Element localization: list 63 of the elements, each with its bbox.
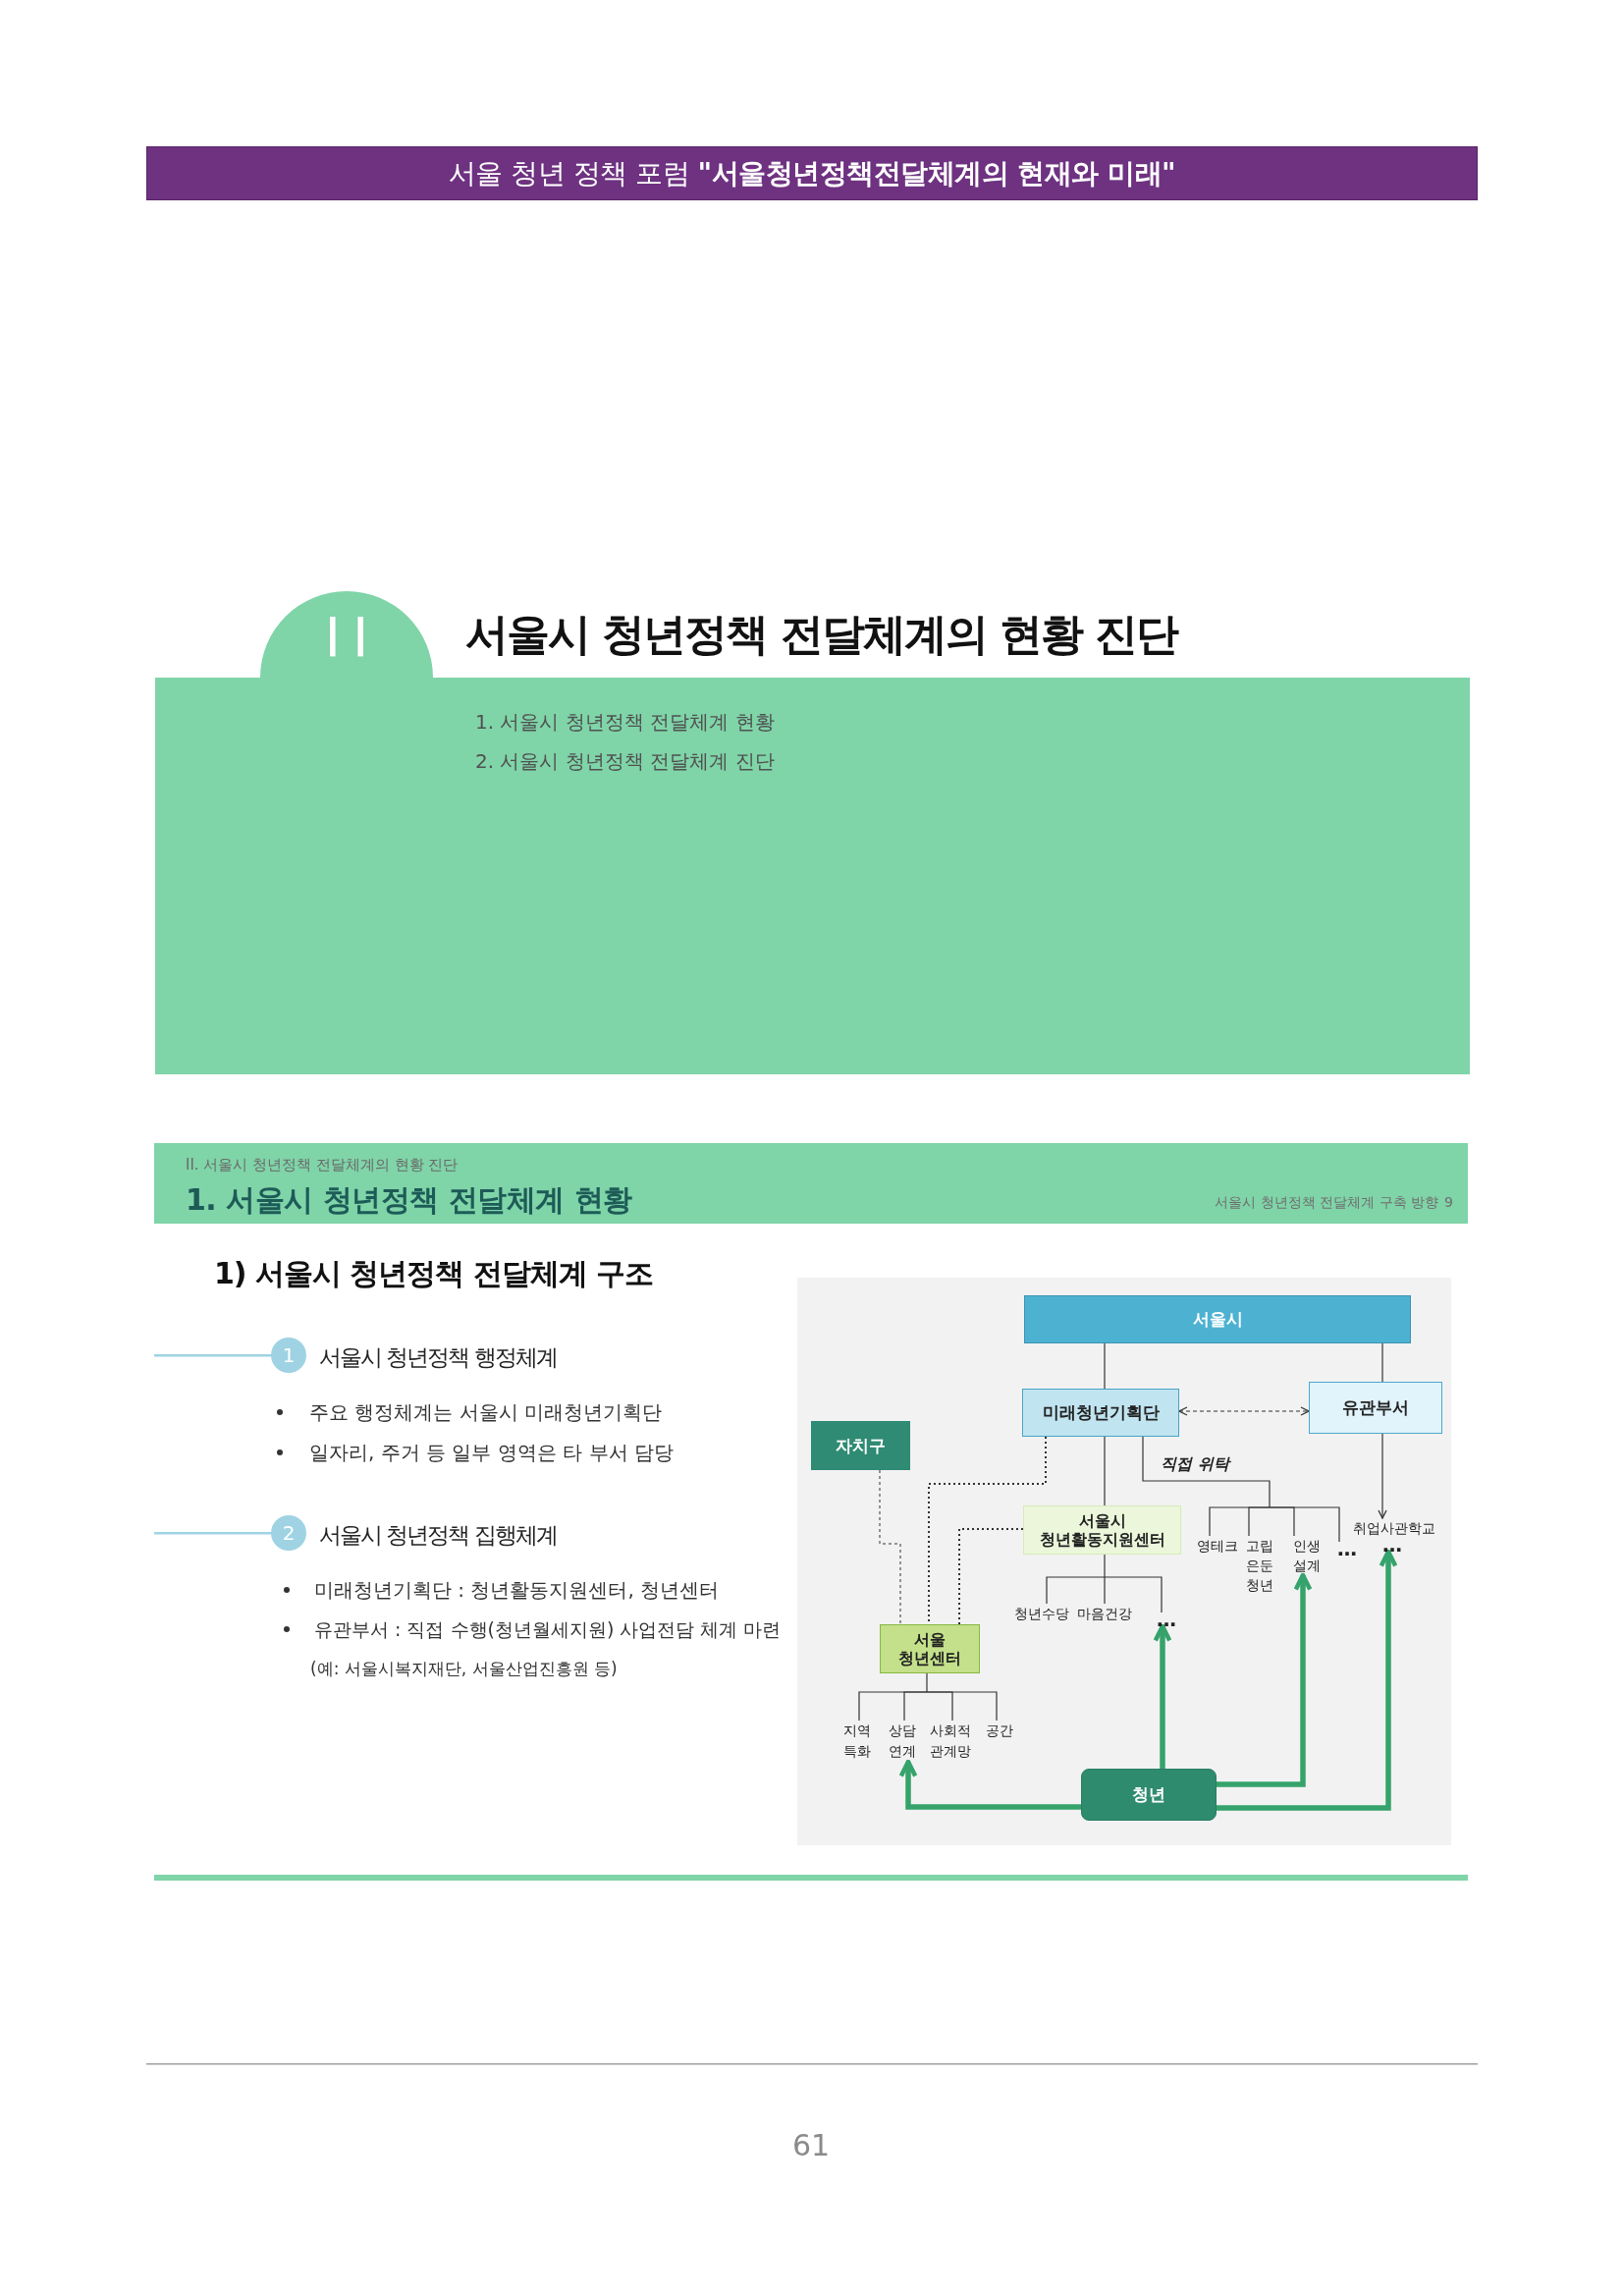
connector-line	[1142, 1436, 1271, 1508]
ellipsis-text: …	[1157, 1613, 1176, 1626]
program-label: 사회적 관계망	[930, 1721, 971, 1762]
section-tab: II	[260, 591, 433, 679]
connector-line	[903, 1691, 928, 1722]
page-number: 61	[791, 2128, 831, 2163]
org-box: 자치구	[811, 1421, 910, 1470]
step-number: 1	[271, 1338, 306, 1373]
ellipsis-text: …	[1382, 1538, 1402, 1552]
connector-line	[1104, 1554, 1106, 1578]
ellipsis-text: …	[1337, 1542, 1357, 1556]
program-label: 지역 특화	[843, 1721, 871, 1762]
org-box: 청년	[1081, 1769, 1217, 1821]
page-number: 9	[1444, 1193, 1453, 1211]
slide-header	[154, 1143, 1468, 1224]
program-label: 상담 연계	[889, 1721, 916, 1762]
program-label: 영테크	[1197, 1536, 1238, 1556]
item-heading: 서울시 청년정책 집행체계	[319, 1522, 557, 1550]
step-number: 2	[271, 1515, 306, 1551]
header-bar: 서울 청년 정책 포럼 "서울청년정책전달체계의 현재와 미래"	[146, 146, 1478, 200]
connector-line	[1104, 1576, 1163, 1613]
connector-line	[1104, 1342, 1106, 1390]
program-label: 인생 설계	[1293, 1536, 1321, 1575]
arrow	[898, 1759, 1081, 1810]
item-heading: 서울시 청년정책 행정체계	[319, 1344, 557, 1372]
connector-line	[1269, 1506, 1340, 1543]
slide-title: 1. 서울시 청년정책 전달체계 현황	[186, 1182, 632, 1218]
program-label: 마음건강	[1077, 1604, 1132, 1623]
org-box: 서울 청년센터	[880, 1624, 980, 1673]
breadcrumb: II. 서울시 청년정책 전달체계의 현황 진단	[186, 1156, 459, 1174]
program-label: 취업사관학교	[1353, 1518, 1435, 1538]
program-label: 고립 은둔 청년	[1246, 1536, 1273, 1595]
connector-line	[1104, 1436, 1106, 1506]
program-label: 청년수당	[1014, 1604, 1069, 1623]
section-title: 서울시 청년정책 전달체계의 현황 진단	[465, 608, 1178, 661]
toc-item: 2. 서울시 청년정책 전달체계 진단	[475, 749, 775, 773]
bullet-text: 유관부서 : 직접 수행(청년월세지원) 사업전담 체계 마련	[314, 1617, 782, 1641]
arrow	[1153, 1623, 1172, 1769]
connector-line	[1046, 1576, 1106, 1605]
program-label: 공간	[986, 1721, 1013, 1741]
connector-line	[926, 1672, 928, 1693]
connector-line	[879, 1469, 901, 1625]
toc-item: 1. 서울시 청년정책 전달체계 현황	[475, 710, 775, 734]
bullet-text: 일자리, 주거 등 일부 영역은 타 부서 담당	[309, 1441, 674, 1464]
arrow	[1217, 1572, 1313, 1787]
org-box: 유관부서	[1309, 1382, 1442, 1434]
org-box: 서울시	[1024, 1295, 1411, 1343]
bullet-text: 미래청년기획단 : 청년활동지원센터, 청년센터	[314, 1578, 720, 1602]
connector-line	[1104, 1576, 1106, 1605]
org-box: 서울시 청년활동지원센터	[1023, 1505, 1181, 1555]
arrow	[1217, 1549, 1398, 1811]
connector-line	[958, 1528, 1024, 1625]
org-box: 미래청년기획단	[1022, 1389, 1179, 1437]
running-title: 서울시 청년정책 전달체계 구축 방향	[1215, 1193, 1438, 1211]
subsection-heading: 1) 서울시 청년정책 전달체계 구조	[214, 1256, 654, 1291]
connector-line	[1248, 1506, 1271, 1537]
connector-line	[926, 1691, 998, 1722]
note-text: (예: 서울시복지재단, 서울산업진흥원 등)	[310, 1658, 618, 1679]
arrow	[1178, 1406, 1310, 1416]
bullet-text: 주요 행정체계는 서울시 미래청년기획단	[309, 1400, 663, 1424]
arrow	[1378, 1433, 1387, 1519]
connector-line	[1381, 1342, 1383, 1383]
section-panel	[155, 678, 1470, 1074]
